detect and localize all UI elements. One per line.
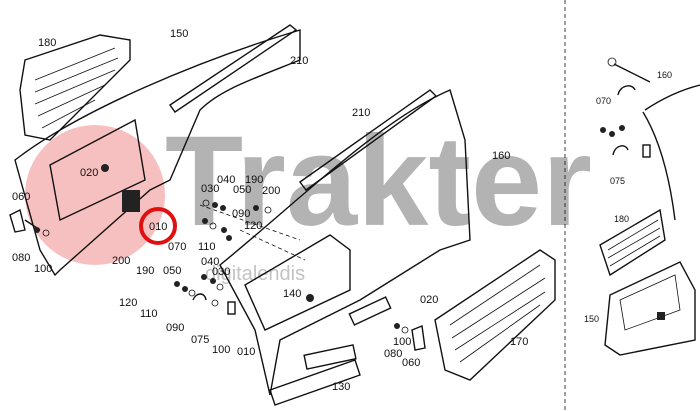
label-050: 050 [233,184,251,196]
inset-view [599,57,700,356]
hardware [9,164,426,351]
label-020: 020 [80,167,98,179]
label-200: 200 [262,185,280,197]
watermark-sub: digitalendis [205,263,305,285]
door-panel-150 [14,29,301,277]
label-090: 090 [232,208,250,220]
label-210: 210 [290,55,308,67]
watermark: Trakter digitalendis [25,110,592,285]
label-210: 210 [352,107,370,119]
label-040: 040 [201,256,219,268]
label-070-inset: 070 [596,96,611,106]
label-060: 060 [402,357,420,369]
part-labels: 180 150 210 210 160 020 060 080 100 030 … [12,28,672,393]
label-110: 110 [198,241,216,253]
label-140: 140 [283,288,301,300]
label-075: 075 [191,334,209,346]
label-080: 080 [384,348,402,360]
label-190: 190 [136,265,154,277]
highlight-circle [139,207,177,245]
label-090: 090 [166,322,184,334]
label-060: 060 [12,191,30,203]
label-160: 160 [492,150,510,162]
label-110: 110 [140,308,158,320]
label-075-inset: 075 [610,176,625,186]
label-150: 150 [170,28,188,40]
vent-grille-170 [434,249,556,381]
label-030: 030 [201,183,219,195]
label-200: 200 [112,255,130,267]
vent-grille-180 [19,34,131,141]
label-180: 180 [38,37,56,49]
label-130: 130 [332,381,350,393]
main-panel-160 [199,89,471,406]
label-020: 020 [420,294,438,306]
label-190: 190 [245,174,263,186]
label-010-highlighted: 010 [149,221,167,233]
label-080: 080 [12,252,30,264]
seal-strip-upper [169,24,298,113]
label-040: 040 [217,174,235,186]
label-030: 030 [212,266,230,278]
label-050: 050 [163,265,181,277]
label-120: 120 [119,297,137,309]
label-160-inset: 160 [657,70,672,80]
label-070: 070 [168,241,186,253]
label-100: 100 [393,336,411,348]
label-180-inset: 180 [614,214,629,224]
label-010: 010 [237,346,255,358]
label-100: 100 [212,344,230,356]
label-150-inset: 150 [584,314,599,324]
label-100: 100 [34,263,52,275]
label-120: 120 [244,220,262,232]
label-170: 170 [510,336,528,348]
